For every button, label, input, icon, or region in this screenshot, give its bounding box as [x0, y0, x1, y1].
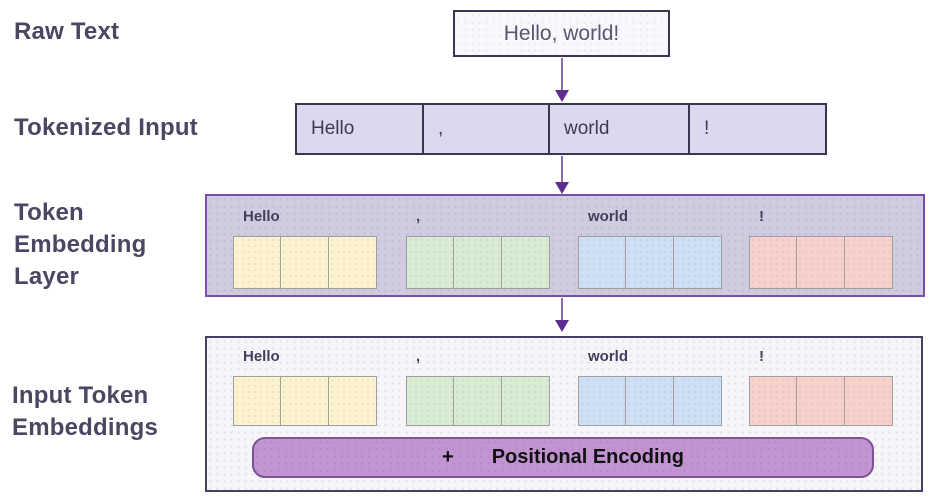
embedding-cell	[406, 236, 454, 289]
embedding-cell	[233, 376, 281, 426]
embedding-cell	[674, 376, 722, 426]
embedding-group-label: ,	[416, 208, 421, 225]
embedding-cell	[674, 236, 722, 289]
embedding-cell	[845, 376, 893, 426]
embedding-cell	[797, 376, 845, 426]
embedding-cell	[454, 236, 502, 289]
embedding-vector	[578, 376, 724, 426]
embedding-group-world: world	[578, 208, 724, 289]
stage-label-input-token-embeddings: Input Token Embeddings	[12, 382, 159, 441]
token-cell-exclamation: !	[704, 118, 710, 139]
flow-arrow-raw-to-tokenized	[554, 58, 569, 102]
input-token-embeddings-box: Hello , world !	[205, 336, 923, 492]
embedding-group-label: !	[759, 208, 764, 225]
arrow-shaft	[560, 156, 563, 182]
embedding-group-label: Hello	[243, 348, 280, 365]
embedding-vector	[233, 236, 379, 289]
embedding-cell	[749, 236, 797, 289]
embedding-vector	[749, 236, 895, 289]
embedding-group-label: !	[759, 348, 764, 365]
embedding-group-label: world	[588, 348, 628, 365]
embedding-cell	[845, 236, 893, 289]
embedding-vector	[406, 376, 552, 426]
embedding-cell	[281, 376, 329, 426]
embedding-group-label: ,	[416, 348, 421, 365]
embedding-cell	[281, 236, 329, 289]
embedding-cell	[454, 376, 502, 426]
embedding-cell	[797, 236, 845, 289]
embedding-group-exclamation: !	[749, 348, 895, 426]
stage-label-tokenized-input: Tokenized Input	[14, 114, 198, 141]
embedding-cell	[749, 376, 797, 426]
token-cell-hello: Hello	[297, 105, 424, 153]
embedding-cell	[502, 376, 550, 426]
embedding-group-label: world	[588, 208, 628, 225]
positional-encoding-label: Positional Encoding	[491, 446, 684, 468]
embedding-group-world: world	[578, 348, 724, 426]
token-cell-world: world	[550, 105, 690, 153]
arrow-head-icon	[554, 320, 569, 332]
embedding-cell	[626, 376, 674, 426]
embedding-cell	[329, 236, 377, 289]
embedding-group-label: Hello	[243, 208, 280, 225]
plus-icon: +	[442, 446, 454, 468]
arrow-head-icon	[554, 182, 569, 194]
embedding-cell	[578, 376, 626, 426]
embedding-vector	[406, 236, 552, 289]
flow-arrow-embedding-to-input	[554, 298, 569, 332]
embedding-group-hello: Hello	[233, 208, 379, 289]
raw-text-box: Hello, world!	[453, 10, 670, 57]
token-embedding-layer-box: Hello , world !	[205, 194, 925, 297]
token-cell-comma: ,	[424, 105, 550, 153]
embedding-vector	[578, 236, 724, 289]
embedding-group-hello: Hello	[233, 348, 379, 426]
embedding-cell	[502, 236, 550, 289]
embedding-vector	[749, 376, 895, 426]
embedding-cell	[578, 236, 626, 289]
arrow-shaft	[560, 58, 563, 90]
stage-label-token-embedding-layer: Token Embedding Layer	[14, 199, 147, 290]
embedding-group-comma: ,	[406, 348, 552, 426]
stage-label-raw-text: Raw Text	[14, 18, 120, 45]
embedding-group-comma: ,	[406, 208, 552, 289]
embedding-group-exclamation: !	[749, 208, 895, 289]
embedding-cell	[626, 236, 674, 289]
flow-arrow-tokenized-to-embedding	[554, 156, 569, 194]
positional-encoding-bar: + Positional Encoding	[252, 437, 874, 478]
raw-text-value: Hello, world!	[503, 21, 620, 45]
embedding-cell	[406, 376, 454, 426]
arrow-shaft	[560, 298, 563, 320]
embedding-vector	[233, 376, 379, 426]
arrow-head-icon	[554, 90, 569, 102]
tokenized-input-strip: Hello , world !	[295, 103, 827, 155]
embedding-cell	[329, 376, 377, 426]
embedding-cell	[233, 236, 281, 289]
